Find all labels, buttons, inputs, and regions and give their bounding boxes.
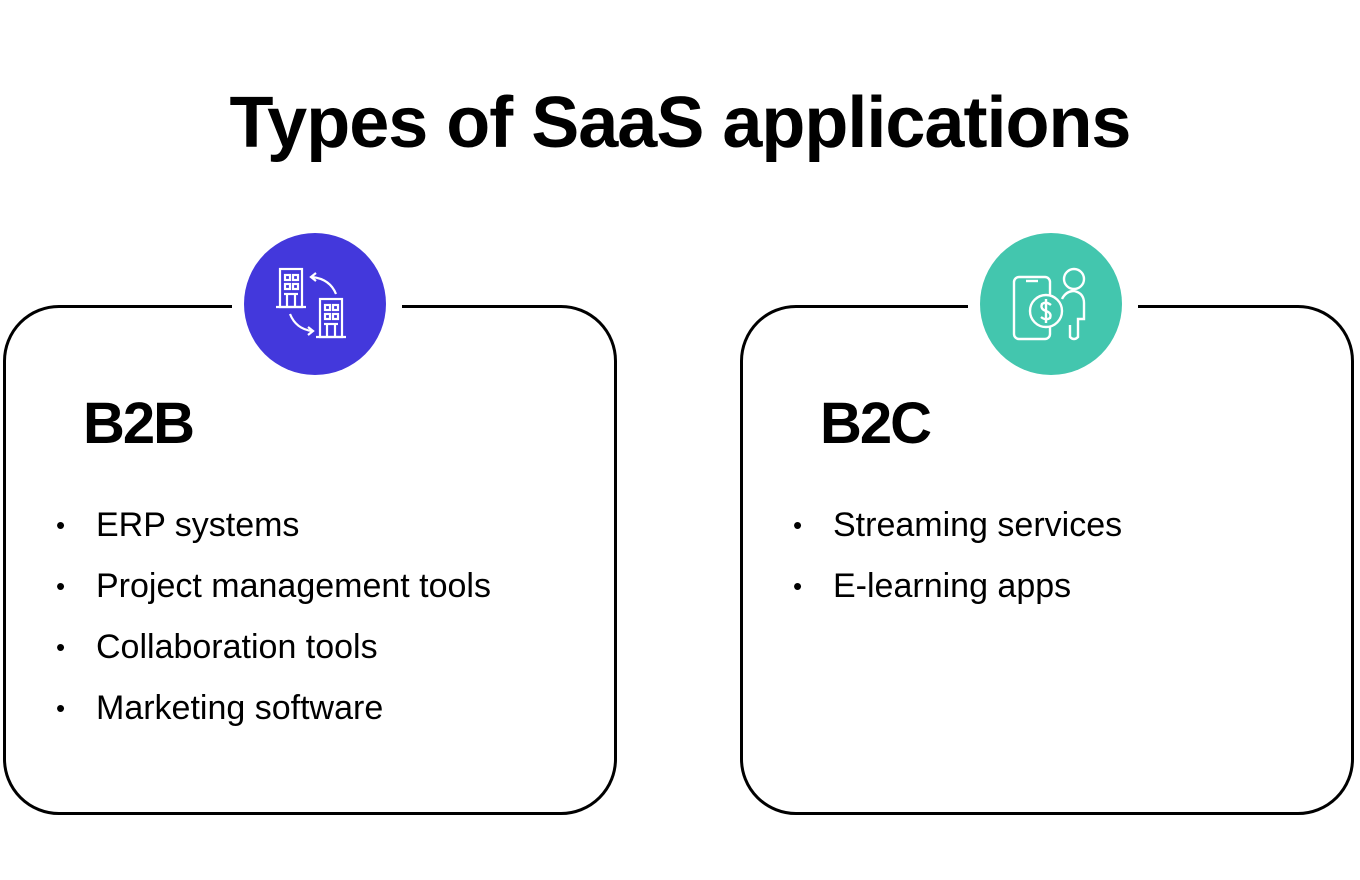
b2c-card: B2C •Streaming services •E-learning apps [740, 233, 1354, 815]
b2b-card: B2B •ERP systems •Project management too… [3, 233, 617, 815]
list-item-text: E-learning apps [833, 567, 1072, 605]
list-item: •ERP systems [56, 504, 491, 565]
b2c-heading: B2C [820, 391, 932, 456]
b2b-list: •ERP systems •Project management tools •… [56, 504, 491, 748]
phone-dollar-person-icon [1012, 267, 1086, 341]
list-item-text: Marketing software [96, 689, 384, 727]
list-item-text: ERP systems [96, 506, 300, 544]
list-item: •Streaming services [793, 504, 1122, 565]
list-item: •Marketing software [56, 687, 491, 748]
buildings-exchange-icon [276, 267, 346, 339]
page-title: Types of SaaS applications [229, 83, 1132, 163]
list-item-text: Streaming services [833, 506, 1123, 544]
list-item-text: Collaboration tools [96, 628, 378, 666]
list-item-text: Project management tools [96, 567, 491, 605]
b2b-icon-circle [244, 233, 386, 375]
b2c-icon-circle [980, 233, 1122, 375]
list-item: •Collaboration tools [56, 626, 491, 687]
list-item: •E-learning apps [793, 565, 1122, 626]
b2c-list: •Streaming services •E-learning apps [793, 504, 1122, 626]
list-item: •Project management tools [56, 565, 491, 626]
b2b-heading: B2B [83, 391, 195, 456]
